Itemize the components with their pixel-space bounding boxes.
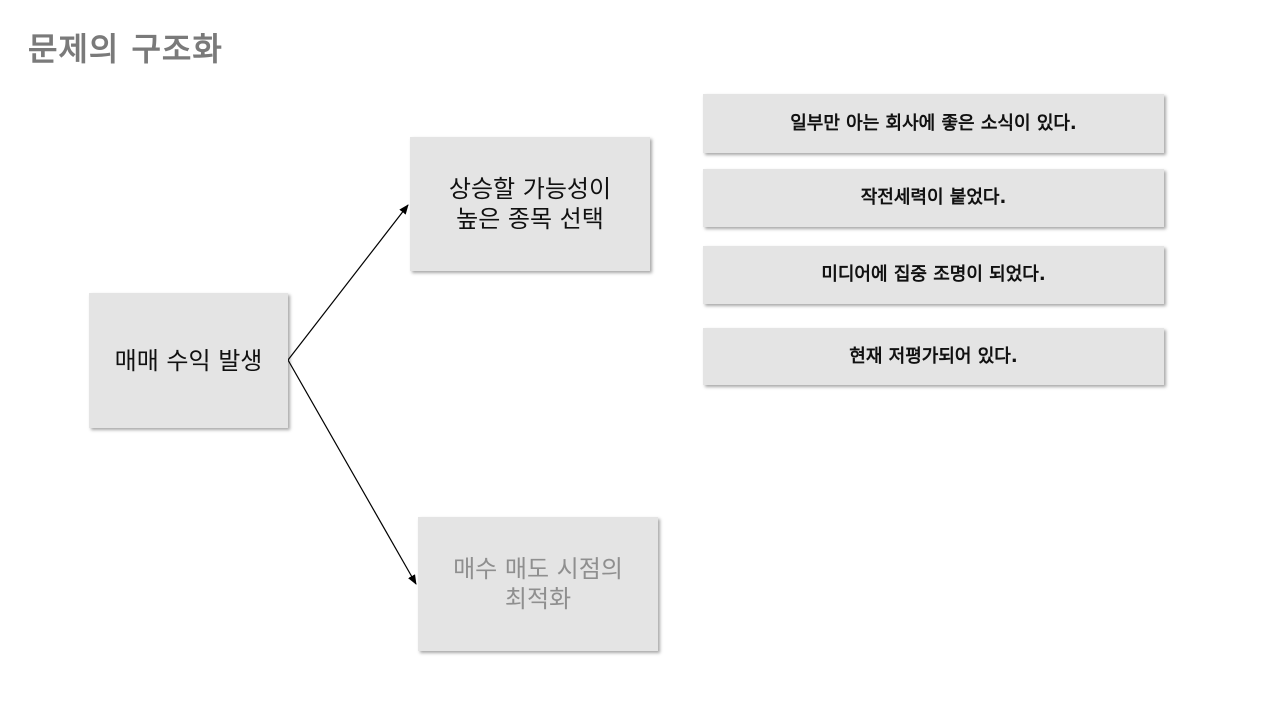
root-node: 매매 수익 발생 xyxy=(89,293,288,428)
reason-node-label: 작전세력이 붙었다. xyxy=(860,187,1007,208)
reason-node-label: 미디어에 집중 조명이 되었다. xyxy=(821,264,1046,285)
reason-node-label: 현재 저평가되어 있다. xyxy=(849,345,1018,367)
root-node-label: 매매 수익 발생 xyxy=(114,346,263,375)
arrow-to-top-branch xyxy=(287,204,409,361)
arrow-to-bottom-branch xyxy=(287,359,417,585)
reason-node: 일부만 아는 회사에 좋은 소식이 있다. xyxy=(703,94,1164,153)
branch-node-timing: 매수 매도 시점의 최적화 xyxy=(418,517,658,651)
branch-node-timing-label: 매수 매도 시점의 최적화 xyxy=(453,555,623,613)
reason-node: 미디어에 집중 조명이 되었다. xyxy=(703,246,1164,304)
reason-node-label: 일부만 아는 회사에 좋은 소식이 있다. xyxy=(790,112,1077,134)
reason-node: 현재 저평가되어 있다. xyxy=(703,328,1164,385)
branch-node-stock-selection-label: 상승할 가능성이 높은 종목 선택 xyxy=(448,175,612,233)
reason-node: 작전세력이 붙었다. xyxy=(703,169,1164,227)
branch-node-stock-selection: 상승할 가능성이 높은 종목 선택 xyxy=(410,137,650,271)
slide-title: 문제의 구조화 xyxy=(28,30,223,68)
